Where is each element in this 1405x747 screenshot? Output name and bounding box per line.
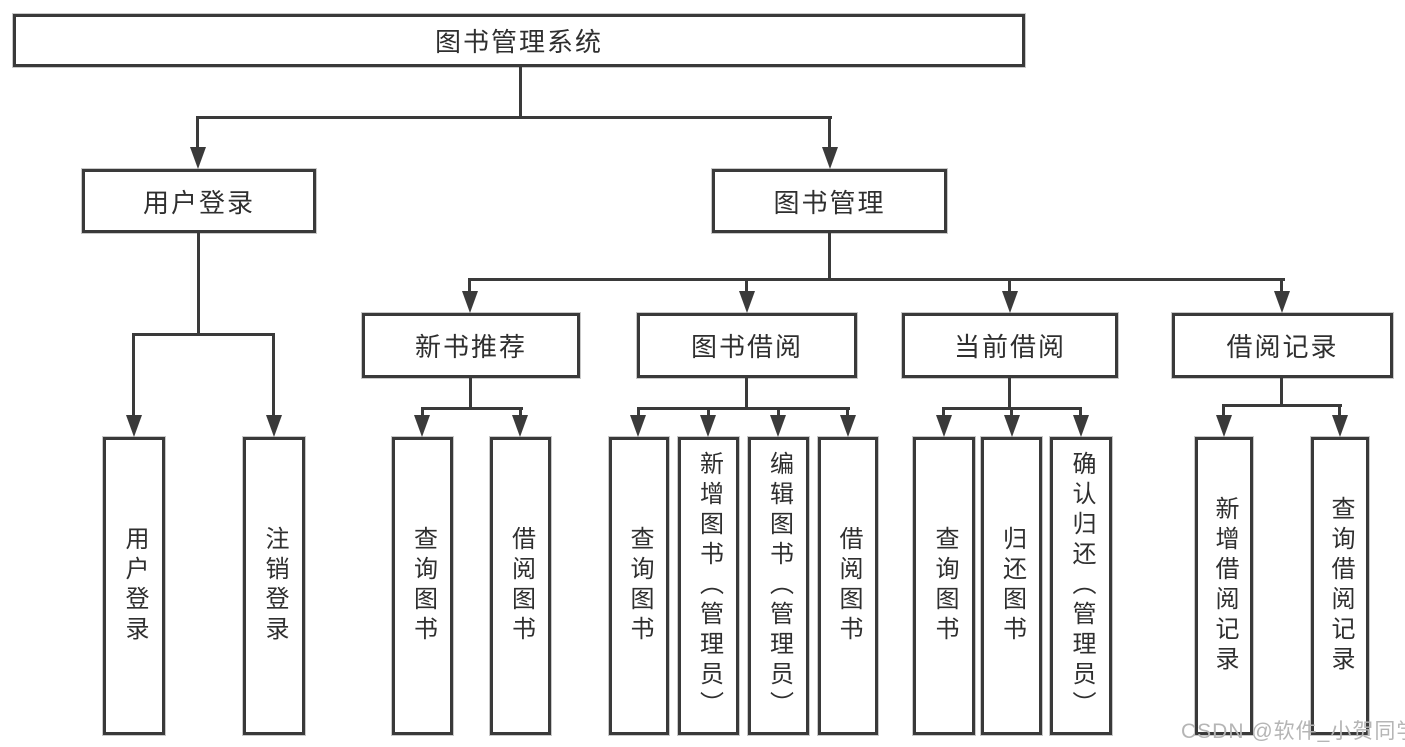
leaf-query-book-1-label: 查询图书 (409, 526, 437, 646)
connector-line (132, 333, 135, 417)
node-borrow-records: 借阅记录 (1172, 313, 1393, 378)
arrow-down-icon (840, 415, 856, 437)
connector-line (637, 407, 640, 417)
leaf-logout-label: 注销登录 (261, 526, 288, 646)
node-book-management-label: 图书管理 (773, 187, 886, 218)
leaf-borrow-book-1: 借阅图书 (490, 437, 551, 735)
leaf-query-book-2: 查询图书 (609, 437, 669, 735)
connector-line (846, 407, 849, 417)
connector-line (421, 407, 523, 410)
leaf-add-book-admin-label: 新增图书（管理员） (695, 451, 723, 721)
connector-line (828, 232, 831, 280)
connector-line (777, 407, 780, 417)
arrow-down-icon (1332, 415, 1348, 437)
node-book-management: 图书管理 (712, 169, 947, 233)
connector-line (132, 333, 275, 336)
node-borrow-records-label: 借阅记录 (1226, 332, 1339, 362)
connector-line (637, 407, 850, 410)
leaf-borrow-book-2: 借阅图书 (818, 437, 878, 735)
node-current-borrow: 当前借阅 (902, 313, 1118, 378)
leaf-logout: 注销登录 (243, 437, 305, 735)
arrow-down-icon (414, 415, 430, 437)
connector-line (1079, 407, 1082, 417)
arrow-down-icon (1073, 415, 1089, 437)
connector-line (828, 116, 831, 150)
connector-line (196, 116, 199, 150)
arrow-down-icon (936, 415, 952, 437)
arrow-down-icon (1274, 291, 1290, 313)
leaf-edit-book-admin: 编辑图书（管理员） (748, 437, 809, 735)
connector-line (469, 377, 472, 410)
leaf-query-book-1: 查询图书 (392, 437, 453, 735)
arrow-down-icon (630, 415, 646, 437)
leaf-add-borrow-record: 新增借阅记录 (1195, 437, 1253, 735)
arrow-down-icon (1216, 415, 1232, 437)
node-user-login: 用户登录 (82, 169, 316, 233)
arrow-down-icon (512, 415, 528, 437)
leaf-return-book-label: 归还图书 (998, 526, 1026, 646)
leaf-query-book-3-label: 查询图书 (931, 526, 958, 646)
connector-line (1222, 404, 1225, 417)
connector-line (519, 407, 522, 417)
node-book-borrow: 图书借阅 (637, 313, 857, 378)
arrow-down-icon (462, 291, 478, 313)
connector-line (745, 278, 748, 294)
node-current-borrow-label: 当前借阅 (953, 332, 1066, 362)
connector-line (468, 278, 1285, 281)
node-new-book-recommend: 新书推荐 (362, 313, 580, 378)
connector-line (1280, 377, 1283, 407)
connector-line (196, 116, 832, 119)
connector-line (519, 66, 522, 118)
arrow-down-icon (190, 147, 206, 169)
csdn-watermark: CSDN @软件_小贺同学 (1181, 720, 1405, 743)
connector-line (707, 407, 710, 417)
leaf-user-login: 用户登录 (103, 437, 165, 735)
leaf-add-borrow-record-label: 新增借阅记录 (1211, 496, 1238, 676)
connector-line (468, 278, 471, 294)
leaf-borrow-book-1-label: 借阅图书 (507, 526, 535, 646)
node-root: 图书管理系统 (13, 14, 1025, 67)
connector-line (1008, 278, 1011, 294)
node-book-borrow-label: 图书借阅 (690, 332, 803, 362)
arrow-down-icon (266, 415, 282, 437)
leaf-query-borrow-record-label: 查询借阅记录 (1327, 496, 1354, 676)
connector-line (1222, 404, 1342, 407)
leaf-user-login-label: 用户登录 (121, 526, 148, 646)
connector-line (1280, 278, 1283, 294)
arrow-down-icon (739, 291, 755, 313)
connector-line (745, 377, 748, 410)
leaf-add-book-admin: 新增图书（管理员） (678, 437, 739, 735)
connector-line (1338, 404, 1341, 417)
leaf-query-book-2-label: 查询图书 (626, 526, 653, 646)
leaf-edit-book-admin-label: 编辑图书（管理员） (765, 451, 793, 721)
node-user-login-label: 用户登录 (142, 187, 255, 218)
arrow-down-icon (700, 415, 716, 437)
node-root-label: 图书管理系统 (434, 27, 603, 57)
arrow-down-icon (822, 147, 838, 169)
node-new-book-recommend-label: 新书推荐 (414, 332, 527, 362)
arrow-down-icon (770, 415, 786, 437)
connector-line (1010, 407, 1013, 417)
connector-line (942, 407, 945, 417)
arrow-down-icon (126, 415, 142, 437)
arrow-down-icon (1002, 291, 1018, 313)
leaf-confirm-return-admin: 确认归还（管理员） (1050, 437, 1112, 735)
connector-line (272, 333, 275, 417)
arrow-down-icon (1004, 415, 1020, 437)
leaf-borrow-book-2-label: 借阅图书 (835, 526, 862, 646)
connector-line (197, 232, 200, 336)
leaf-query-borrow-record: 查询借阅记录 (1311, 437, 1369, 735)
leaf-confirm-return-admin-label: 确认归还（管理员） (1068, 451, 1095, 721)
leaf-return-book: 归还图书 (981, 437, 1042, 735)
leaf-query-book-3: 查询图书 (913, 437, 975, 735)
connector-line (1008, 377, 1011, 410)
connector-line (421, 407, 424, 417)
